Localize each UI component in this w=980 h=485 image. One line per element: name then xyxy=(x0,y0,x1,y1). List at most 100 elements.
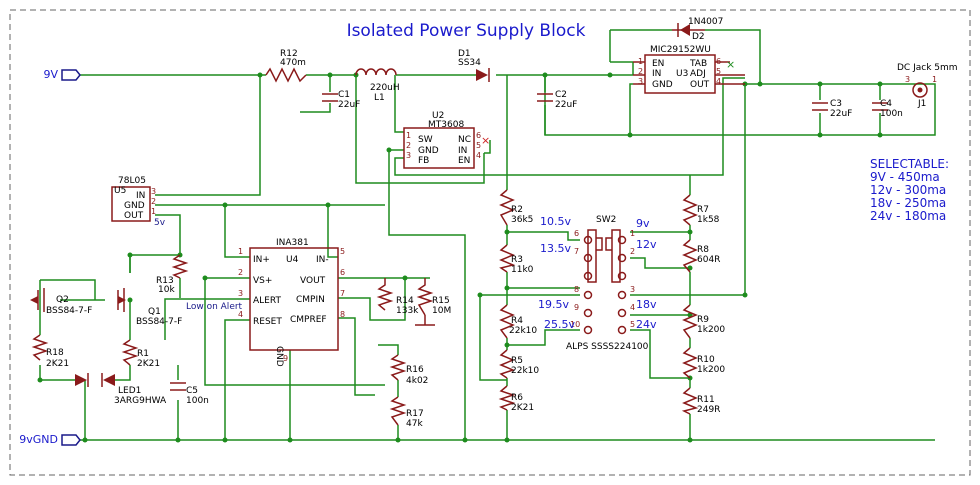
svg-text:9vGND: 9vGND xyxy=(19,433,58,446)
svg-text:ADJ: ADJ xyxy=(690,69,706,79)
svg-text:22k10: 22k10 xyxy=(509,326,537,336)
svg-text:GND: GND xyxy=(652,80,673,90)
svg-text:5v: 5v xyxy=(154,218,166,228)
svg-text:LED1: LED1 xyxy=(118,386,141,396)
capacitor-c1: C1 22uF xyxy=(322,90,360,110)
resistor-r15: R15 10M xyxy=(415,278,451,326)
svg-text:1: 1 xyxy=(406,131,411,140)
ic-u4-ina381: INA381 U4 IN+ VS+ ALERT RESET IN- VOUT C… xyxy=(238,238,345,367)
svg-text:3: 3 xyxy=(151,187,156,196)
svg-text:SW: SW xyxy=(418,135,433,145)
svg-text:470m: 470m xyxy=(280,58,306,68)
svg-text:1N4007: 1N4007 xyxy=(688,17,723,27)
svg-text:MIC29152WU: MIC29152WU xyxy=(650,45,711,55)
svg-text:GND: GND xyxy=(274,346,284,367)
resistor-r10: R10 1k200 xyxy=(682,347,725,379)
resistor-r9: R9 1k200 xyxy=(682,304,725,339)
svg-text:RESET: RESET xyxy=(253,317,282,327)
svg-text:4: 4 xyxy=(476,151,481,160)
svg-text:VOUT: VOUT xyxy=(300,276,326,286)
capacitor-c2: C2 22uF xyxy=(537,90,577,110)
svg-text:5: 5 xyxy=(630,320,635,329)
svg-text:R4: R4 xyxy=(511,316,523,326)
svg-text:C2: C2 xyxy=(555,90,567,100)
svg-text:FB: FB xyxy=(418,156,429,166)
svg-text:INA381: INA381 xyxy=(276,238,309,248)
svg-text:2: 2 xyxy=(630,247,635,256)
svg-text:25.5v: 25.5v xyxy=(544,318,575,331)
svg-text:12v: 12v xyxy=(636,238,657,251)
selector-switch-sw2: SW2 6 7 8 9 10 1 2 3 4 5 ALPS SSSS224100 xyxy=(566,215,649,352)
svg-text:4: 4 xyxy=(238,310,243,319)
svg-text:6: 6 xyxy=(574,229,579,238)
resistor-r1: R1 2K21 xyxy=(121,339,160,369)
resistor-r4: R4 22k10 xyxy=(499,304,537,339)
svg-text:1: 1 xyxy=(238,247,243,256)
svg-text:CMPIN: CMPIN xyxy=(296,295,325,305)
svg-text:SELECTABLE:: SELECTABLE: xyxy=(870,157,949,171)
svg-text:R16: R16 xyxy=(406,365,424,375)
svg-text:R18: R18 xyxy=(46,348,64,358)
schematic-title: Isolated Power Supply Block xyxy=(347,21,586,41)
svg-text:IN: IN xyxy=(458,146,467,156)
selectable-note: SELECTABLE: 9V - 450ma 12v - 300ma 18v -… xyxy=(870,157,949,223)
svg-text:R6: R6 xyxy=(511,393,523,403)
svg-text:3: 3 xyxy=(638,77,643,86)
svg-text:24v: 24v xyxy=(636,318,657,331)
net-label-9v: 9V xyxy=(43,68,81,81)
svg-text:C3: C3 xyxy=(830,99,842,109)
svg-text:2: 2 xyxy=(151,197,156,206)
svg-text:U4: U4 xyxy=(286,255,299,265)
dc-jack-j1: DC Jack 5mm 3 1 J1 xyxy=(897,63,958,109)
resistor-r17: R17 47k xyxy=(389,396,424,429)
svg-text:1: 1 xyxy=(151,207,156,216)
svg-text:R17: R17 xyxy=(406,409,424,419)
capacitor-c5: C5 100n xyxy=(170,382,209,406)
svg-text:IN: IN xyxy=(652,69,661,79)
svg-text:R15: R15 xyxy=(432,296,450,306)
svg-text:7: 7 xyxy=(340,289,345,298)
svg-text:10.5v: 10.5v xyxy=(540,215,571,228)
svg-text:1k58: 1k58 xyxy=(697,215,720,225)
svg-text:249R: 249R xyxy=(697,405,720,415)
svg-text:IN: IN xyxy=(136,191,145,201)
svg-text:C1: C1 xyxy=(338,90,350,100)
svg-text:IN+: IN+ xyxy=(253,255,270,265)
svg-text:18v - 250ma: 18v - 250ma xyxy=(870,196,946,210)
svg-text:OUT: OUT xyxy=(690,80,710,90)
svg-text:220uH: 220uH xyxy=(370,83,400,93)
svg-text:10M: 10M xyxy=(432,306,451,316)
svg-text:6: 6 xyxy=(340,268,345,277)
resistor-r11: R11 249R xyxy=(681,387,720,415)
svg-text:U5: U5 xyxy=(114,186,126,196)
resistor-r14: R14 133k xyxy=(376,278,419,316)
mosfet-q1: Q1 BSS84-7-F xyxy=(117,288,182,327)
svg-text:EN: EN xyxy=(652,59,664,69)
svg-text:4k02: 4k02 xyxy=(406,376,428,386)
svg-text:1: 1 xyxy=(630,229,635,238)
svg-text:2K21: 2K21 xyxy=(137,359,160,369)
svg-text:U2: U2 xyxy=(432,111,444,121)
svg-text:1k200: 1k200 xyxy=(697,365,725,375)
svg-text:C5: C5 xyxy=(186,386,198,396)
svg-text:R8: R8 xyxy=(697,245,709,255)
sheet-border xyxy=(9,9,971,476)
svg-text:R2: R2 xyxy=(511,205,523,215)
resistor-r6: R6 2K21 xyxy=(498,385,534,413)
resistor-r16: R16 4k02 xyxy=(389,354,428,386)
led-led1: LED1 3ARG9HWA xyxy=(75,373,167,406)
svg-text:R5: R5 xyxy=(511,356,523,366)
resistor-r2: R2 36k5 xyxy=(499,189,533,226)
net-label-9vgnd: 9vGND xyxy=(19,433,81,446)
svg-text:L1: L1 xyxy=(374,93,385,103)
svg-text:2: 2 xyxy=(638,67,643,76)
ic-u5-78l05: 78L05 U5 IN GND OUT 3 2 1 5v xyxy=(111,176,166,228)
svg-text:Q1: Q1 xyxy=(148,307,161,317)
svg-text:6: 6 xyxy=(476,131,481,140)
svg-text:604R: 604R xyxy=(697,255,720,265)
capacitor-c4: C4 100n xyxy=(872,99,903,119)
svg-text:4: 4 xyxy=(716,77,721,86)
svg-text:R10: R10 xyxy=(697,355,715,365)
